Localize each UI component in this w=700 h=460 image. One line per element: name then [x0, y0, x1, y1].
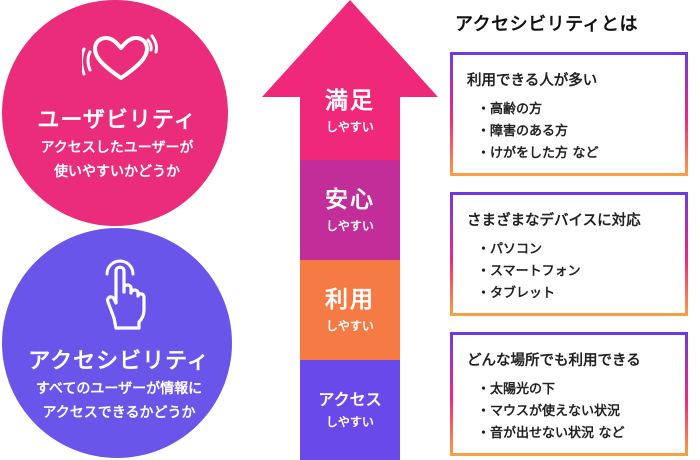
box-title: どんな場所でも利用できる: [467, 353, 641, 369]
list-item: 障害のある方: [477, 121, 599, 143]
accessibility-description: すべてのユーザーが情報に アクセスできるかどうか: [4, 377, 234, 425]
list-item: スマートフォン: [477, 261, 581, 283]
accessibility-title: アクセシビリティ: [28, 349, 210, 374]
list-item: 太陽光の下: [477, 379, 625, 401]
list-item: 高齢の方: [477, 99, 599, 121]
panel-heading: アクセシビリティとは: [455, 14, 639, 35]
level-main-label: 安心: [325, 187, 375, 213]
list-item: タブレット: [477, 283, 581, 305]
level-sub-label: しやすい: [326, 319, 374, 333]
level-main-label: 満足: [325, 88, 375, 114]
level-main-label: アクセス: [318, 390, 382, 409]
list-item: パソコン: [477, 239, 581, 261]
list-item: マウスが使えない状況: [477, 401, 625, 423]
arrow-level-access: アクセス しやすい: [300, 360, 400, 460]
arrow-level-satisfaction: 満足 しやすい: [300, 62, 400, 160]
accessibility-desc-line: アクセスできるかどうか: [42, 405, 196, 421]
box-list: 太陽光の下 マウスが使えない状況 音が出せない状況 など: [477, 379, 625, 445]
usability-circle: [2, 0, 228, 226]
arrow-level-usage: 利用 しやすい: [300, 260, 400, 360]
tap-hand-icon: [105, 259, 146, 330]
box-list: パソコン スマートフォン タブレット: [477, 239, 581, 305]
arrow-head: [262, 0, 438, 160]
box-list: 高齢の方 障害のある方 けがをした方 など: [477, 99, 599, 165]
level-main-label: 利用: [325, 287, 375, 313]
usability-description: アクセスしたユーザーが 使いやすいかどうか: [2, 136, 232, 184]
level-sub-label: しやすい: [326, 120, 374, 134]
usability-desc-line: 使いやすいかどうか: [54, 164, 180, 180]
feature-box-devices: さまざまなデバイスに対応 パソコン スマートフォン タブレット: [450, 192, 688, 316]
arrow-level-security: 安心 しやすい: [300, 160, 400, 260]
box-title: 利用できる人が多い: [467, 73, 598, 89]
level-sub-label: しやすい: [326, 415, 374, 429]
list-item: 音が出せない状況 など: [477, 423, 625, 445]
level-sub-label: しやすい: [326, 219, 374, 233]
feature-box-places: どんな場所でも利用できる 太陽光の下 マウスが使えない状況 音が出せない状況 な…: [450, 332, 688, 456]
accessibility-circle: [2, 228, 232, 458]
usability-desc-line: アクセスしたユーザーが: [40, 140, 194, 156]
box-title: さまざまなデバイスに対応: [467, 213, 641, 229]
accessibility-desc-line: すべてのユーザーが情報に: [35, 381, 203, 397]
feature-box-users: 利用できる人が多い 高齢の方 障害のある方 けがをした方 など: [450, 52, 688, 176]
heart-waves-icon: [82, 34, 158, 80]
usability-title: ユーザビリティ: [37, 108, 197, 133]
list-item: けがをした方 など: [477, 143, 599, 165]
